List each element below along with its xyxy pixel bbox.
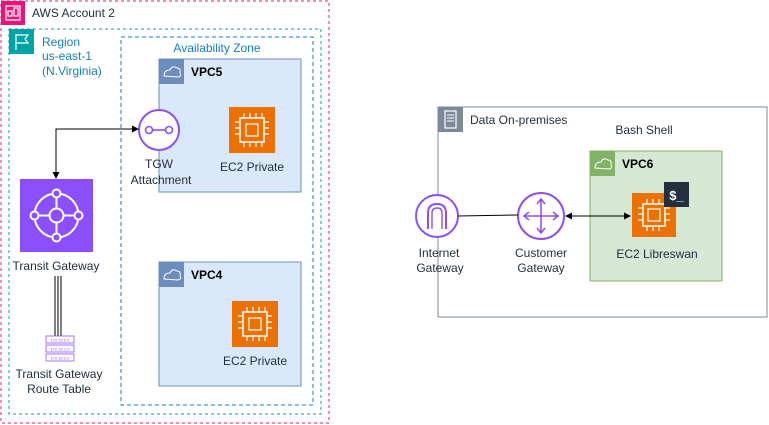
- internet-gateway: Internet Gateway: [415, 194, 464, 275]
- internet-gateway-label-line1: Internet: [419, 246, 460, 260]
- transit-gateway: Transit Gateway: [13, 179, 100, 273]
- region-flag-icon: [9, 29, 34, 54]
- internet-gateway-icon: [415, 194, 459, 238]
- account-badge-icon: [5, 5, 21, 21]
- terminal-glyph: $_: [669, 188, 684, 203]
- route-table-label-line2: Route Table: [27, 382, 91, 396]
- aws-account-group: AWS Account 2: [0, 0, 330, 424]
- aws-account-label: AWS Account 2: [32, 6, 115, 20]
- tgw-attachment-label-line1: TGW: [145, 157, 174, 171]
- bash-shell-label: Bash Shell: [615, 123, 672, 137]
- ec2-libreswan-label: EC2 Libreswan: [616, 247, 697, 261]
- on-premises-group: Data On-premises Bash Shell: [437, 106, 768, 318]
- route-table-label-line1: Transit Gateway: [16, 367, 103, 381]
- ec2-chip-icon: [229, 107, 275, 153]
- tgw-connector: [52, 125, 139, 179]
- aws-account-icon: [1, 1, 25, 25]
- region-name: (N.Virginia): [42, 64, 102, 78]
- cgw-ec2-connector: [565, 212, 631, 220]
- vpc4-group: VPC4 EC2 Private: [158, 261, 302, 387]
- route-table: 172.16.0.0 172.16.1.0 172.16.2.0 Transit…: [16, 276, 103, 396]
- route-row-3: 172.16.2.0: [51, 356, 71, 361]
- region-label: Region: [42, 35, 80, 49]
- internet-gateway-label-line2: Gateway: [416, 261, 463, 275]
- vpc5-group: VPC5 EC2 Private: [158, 58, 302, 193]
- customer-gateway-label-line1: Customer: [515, 246, 567, 260]
- terminal-icon: $_: [664, 182, 689, 207]
- customer-gateway-label-line2: Gateway: [517, 261, 564, 275]
- tgw-attachment: TGW Attachment: [131, 109, 192, 187]
- route-row-1: 172.16.0.0: [51, 338, 71, 343]
- vpc5-label: VPC5: [191, 65, 223, 79]
- route-row-2: 172.16.1.0: [51, 347, 71, 352]
- availability-zone-group: Availability Zone: [120, 36, 314, 406]
- vpc6-label: VPC6: [622, 157, 654, 171]
- region-group: Region us-east-1 (N.Virginia): [8, 28, 322, 415]
- tgw-attachment-label-line2: Attachment: [131, 173, 192, 187]
- region-code: us-east-1: [42, 49, 92, 63]
- on-premises-label: Data On-premises: [470, 113, 567, 127]
- ec2-chip-icon: [232, 301, 278, 347]
- availability-zone-label: Availability Zone: [173, 41, 260, 55]
- customer-gateway: Customer Gateway: [515, 192, 567, 275]
- transit-gateway-label: Transit Gateway: [13, 259, 100, 273]
- vpc4-label: VPC4: [191, 268, 223, 282]
- route-table-icon: 172.16.0.0 172.16.1.0 172.16.2.0: [45, 335, 75, 362]
- ec2-private-vpc5-label: EC2 Private: [220, 160, 284, 174]
- igw-cgw-connector: [457, 214, 519, 217]
- ec2-private-vpc4-label: EC2 Private: [223, 354, 287, 368]
